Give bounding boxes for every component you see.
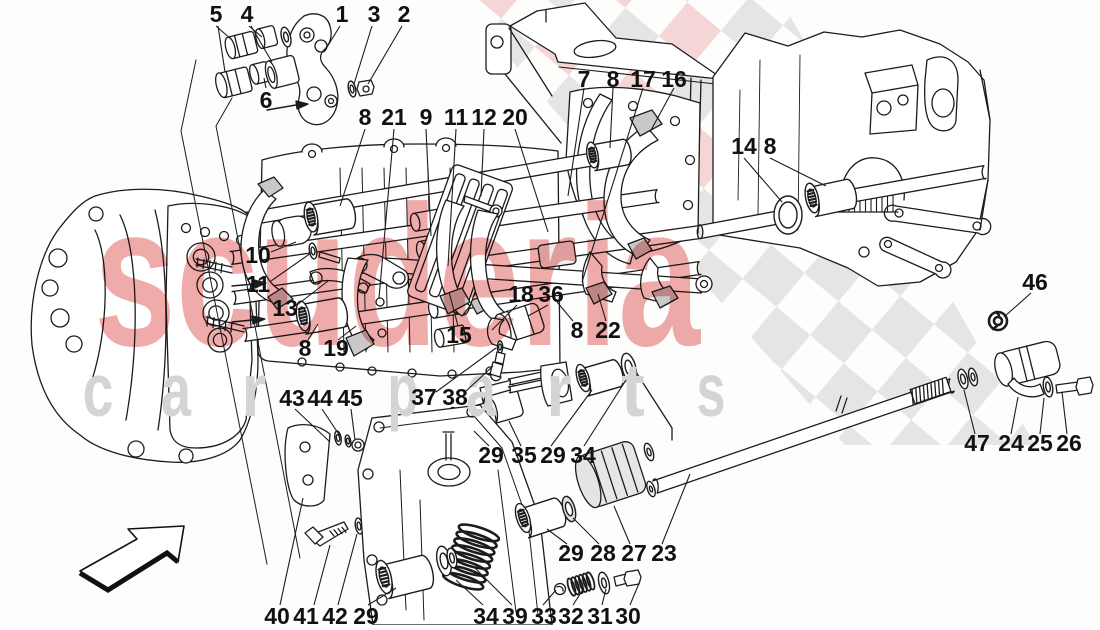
svg-text:1: 1	[336, 1, 349, 27]
svg-text:scuderia: scuderia	[94, 165, 701, 388]
svg-text:8: 8	[359, 104, 372, 130]
svg-text:40: 40	[264, 603, 290, 625]
svg-text:31: 31	[587, 603, 613, 625]
svg-text:35: 35	[511, 442, 537, 468]
svg-text:34: 34	[570, 442, 596, 468]
svg-text:33: 33	[531, 603, 557, 625]
svg-text:24: 24	[998, 430, 1024, 456]
svg-text:9: 9	[420, 104, 433, 130]
svg-text:11: 11	[444, 104, 469, 130]
svg-text:p: p	[388, 348, 419, 432]
svg-text:s: s	[697, 348, 726, 432]
svg-text:29: 29	[558, 540, 584, 566]
svg-text:41: 41	[293, 603, 319, 625]
svg-text:36: 36	[538, 281, 564, 307]
svg-text:a: a	[161, 348, 192, 432]
svg-text:34: 34	[473, 603, 499, 625]
svg-text:r: r	[547, 348, 572, 432]
svg-text:8: 8	[571, 317, 584, 343]
svg-text:8: 8	[299, 335, 312, 361]
svg-text:c: c	[83, 348, 114, 432]
svg-text:15: 15	[446, 322, 472, 348]
svg-text:8: 8	[764, 133, 777, 159]
svg-text:19: 19	[323, 335, 349, 361]
svg-text:11: 11	[246, 271, 271, 297]
svg-text:21: 21	[381, 104, 407, 130]
svg-text:20: 20	[502, 104, 528, 130]
svg-text:37: 37	[411, 384, 437, 410]
svg-text:32: 32	[558, 603, 584, 625]
svg-text:17: 17	[630, 66, 656, 92]
svg-text:29: 29	[478, 442, 504, 468]
svg-text:25: 25	[1027, 430, 1053, 456]
svg-text:2: 2	[398, 1, 411, 27]
svg-text:12: 12	[471, 104, 497, 130]
svg-text:38: 38	[442, 384, 468, 410]
svg-text:t: t	[621, 348, 645, 432]
svg-text:18: 18	[508, 281, 534, 307]
svg-text:4: 4	[241, 1, 254, 27]
svg-text:46: 46	[1022, 269, 1048, 295]
svg-text:23: 23	[651, 540, 677, 566]
svg-text:10: 10	[245, 242, 271, 268]
svg-text:r: r	[242, 348, 267, 432]
svg-text:a: a	[466, 348, 497, 432]
svg-text:26: 26	[1056, 430, 1082, 456]
svg-text:3: 3	[368, 1, 381, 27]
svg-text:27: 27	[621, 540, 647, 566]
svg-text:22: 22	[595, 317, 621, 343]
svg-text:42: 42	[322, 603, 348, 625]
svg-text:44: 44	[307, 385, 333, 411]
svg-text:8: 8	[607, 66, 620, 92]
svg-text:6: 6	[260, 87, 273, 113]
svg-text:43: 43	[279, 385, 305, 411]
svg-text:16: 16	[661, 66, 687, 92]
svg-text:39: 39	[502, 603, 528, 625]
svg-text:7: 7	[578, 66, 591, 92]
svg-text:30: 30	[615, 603, 641, 625]
svg-text:14: 14	[731, 133, 757, 159]
svg-text:28: 28	[590, 540, 616, 566]
svg-text:5: 5	[210, 1, 223, 27]
svg-text:47: 47	[964, 430, 990, 456]
svg-text:29: 29	[353, 603, 379, 625]
svg-text:45: 45	[337, 385, 363, 411]
svg-text:29: 29	[540, 442, 566, 468]
svg-text:13: 13	[272, 295, 298, 321]
